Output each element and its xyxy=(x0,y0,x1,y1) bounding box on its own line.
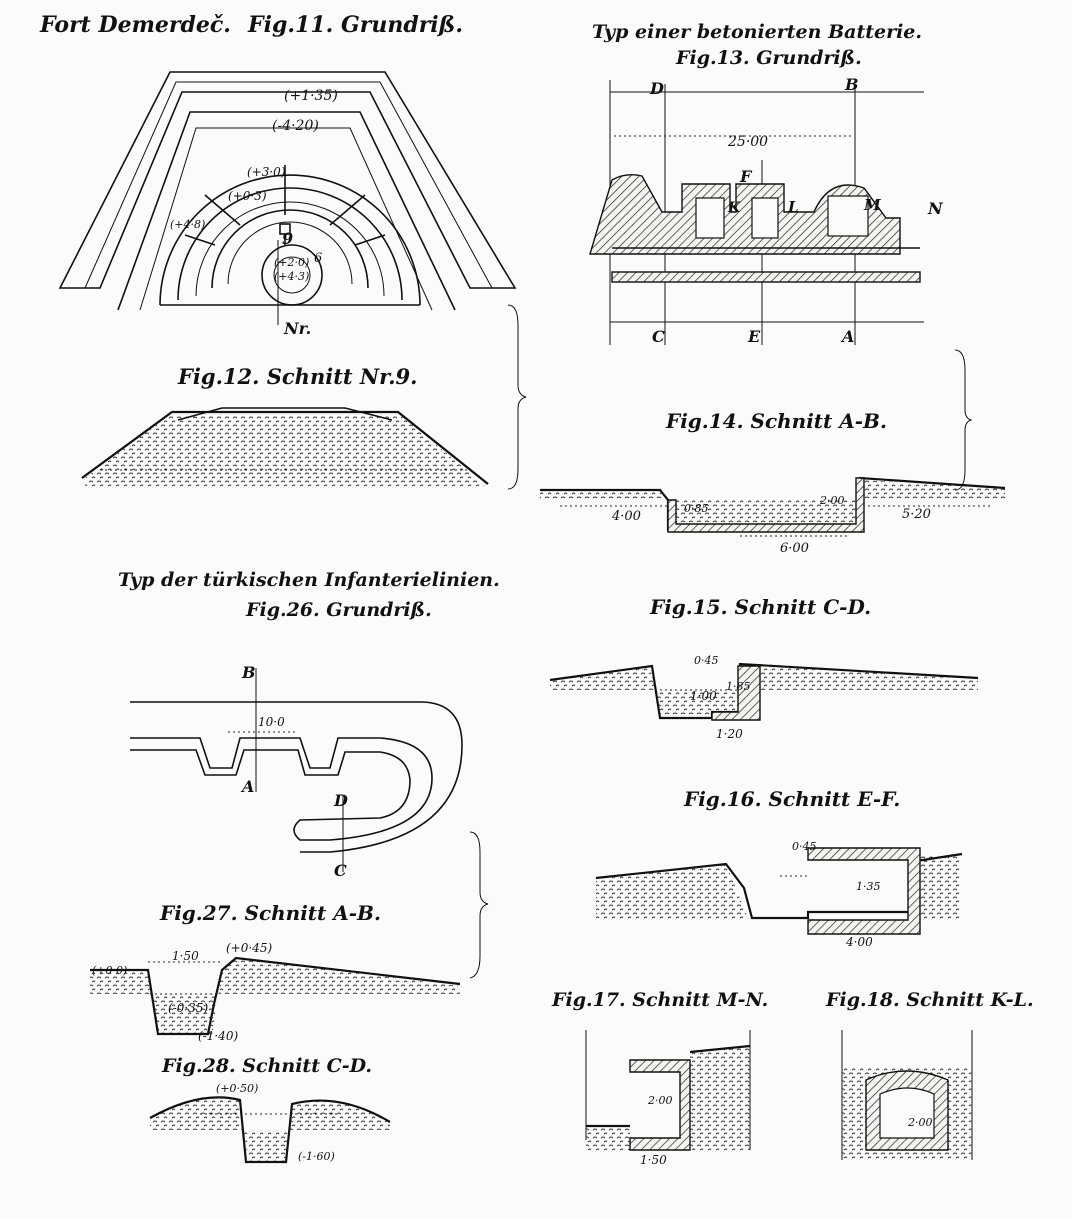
fig18-section-drawing xyxy=(841,1030,973,1160)
fig27-elev-bottom: (-1·40) xyxy=(198,1029,238,1043)
fig12-caption: Fig.12. Schnitt Nr.9. xyxy=(177,364,417,389)
fig11-elev-b: (+0·3) xyxy=(228,189,267,203)
fig13-label-k: K xyxy=(727,200,741,216)
fort-title: Fort Demerdeč. xyxy=(39,12,231,38)
fig11-caption: Fig.11. Grundriß. xyxy=(247,12,463,38)
fig16-dim-top: 0·45 xyxy=(792,840,817,853)
fig13-caption: Fig.13. Grundriß. xyxy=(675,47,862,69)
fig28-elev-top: (+0·50) xyxy=(216,1082,258,1095)
fig27-elev-top: (+0·45) xyxy=(226,941,272,955)
battery-title: Typ einer betonierten Batterie. xyxy=(592,21,922,43)
fig16-dim-width: 4·00 xyxy=(845,935,873,949)
fig17-dim-height: 2·00 xyxy=(647,1094,673,1107)
fig13-label-e: E xyxy=(747,327,761,346)
fig11-elev-a: (+3·0) xyxy=(247,165,286,179)
fig13-label-b: B xyxy=(844,75,859,94)
infantry-title: Typ der türkischen Infanterielinien. xyxy=(118,569,500,591)
fig16-dim-height: 1·35 xyxy=(856,880,881,893)
fig27-caption: Fig.27. Schnitt A-B. xyxy=(159,901,381,925)
fig16-caption: Fig.16. Schnitt E-F. xyxy=(683,787,900,811)
fig11-num-9: 9 xyxy=(282,229,293,248)
fig14-dim-right: 5·20 xyxy=(902,507,931,522)
fig15-dim-width: 1·00 xyxy=(690,689,717,703)
fig15-dim-top: 0·45 xyxy=(694,654,719,667)
fig15-dim-base: 1·20 xyxy=(716,727,743,741)
fig26-label-a: A xyxy=(240,777,254,796)
fig14-dim-height: 2·00 xyxy=(819,494,845,507)
fig15-section-drawing xyxy=(549,662,979,721)
fig14-dim-left: 4·00 xyxy=(611,509,641,524)
fig15-caption: Fig.15. Schnitt C-D. xyxy=(649,595,871,619)
fig26-label-d: D xyxy=(333,791,348,810)
fig17-caption: Fig.17. Schnitt M-N. xyxy=(551,989,768,1011)
fig11-plan-drawing xyxy=(58,71,517,325)
fig12-section-drawing xyxy=(81,304,527,490)
fig11-num-6: 6 xyxy=(314,251,322,266)
fig27-dim-width: 1·50 xyxy=(172,949,199,963)
fig28-elev-bottom: (-1·60) xyxy=(298,1150,335,1163)
fig13-label-m: M xyxy=(863,196,881,214)
fig27-elev-mid: (-0·35) xyxy=(168,1001,208,1015)
fig11-elev-e: (+2·0) xyxy=(274,256,309,269)
fig27-elev-left: (+0·0) xyxy=(92,964,127,977)
fig14-dim-depth: 0·85 xyxy=(684,502,709,515)
fig17-dim-base: 1·50 xyxy=(640,1153,667,1167)
fig15-dim-height: 1·85 xyxy=(726,680,751,693)
fig11-elev-inner: (-4·20) xyxy=(272,118,319,134)
fig26-plan-drawing xyxy=(130,668,463,872)
fig11-elev-d: (+4·3) xyxy=(274,270,309,283)
fig27-section-drawing xyxy=(90,956,461,1036)
fig26-label-c: C xyxy=(334,861,347,880)
fig26-caption: Fig.26. Grundriß. xyxy=(245,599,432,621)
fig14-dim-floor: 6·00 xyxy=(780,541,809,556)
fig13-label-l: L xyxy=(787,198,799,216)
fig11-elev-outer: (+1·35) xyxy=(284,88,338,104)
fig13-label-d: D xyxy=(649,79,664,98)
fig13-plan-drawing xyxy=(589,80,924,345)
fig13-label-n: N xyxy=(927,199,944,218)
fig26-dim-span: 10·0 xyxy=(258,715,285,729)
fig14-section-drawing xyxy=(540,476,1006,537)
fig26-label-b: B xyxy=(241,663,256,682)
fig18-caption: Fig.18. Schnitt K-L. xyxy=(825,989,1034,1011)
fig13-label-f: F xyxy=(739,167,753,186)
fig14-caption: Fig.14. Schnitt A-B. xyxy=(665,409,887,433)
fig13-label-a: A xyxy=(840,327,854,346)
fig17-section-drawing xyxy=(585,1030,751,1151)
fig13-label-c: C xyxy=(652,327,665,346)
fig28-caption: Fig.28. Schnitt C-D. xyxy=(161,1055,372,1077)
fig16-section-drawing xyxy=(595,847,963,935)
fig18-dim-height: 2·00 xyxy=(907,1116,933,1129)
fig13-dim-total: 25·00 xyxy=(727,134,768,150)
fig28-section-drawing xyxy=(149,1096,391,1164)
fig11-elev-c: (+4·8) xyxy=(170,218,205,231)
fig11-section-label: Nr. xyxy=(283,319,311,338)
